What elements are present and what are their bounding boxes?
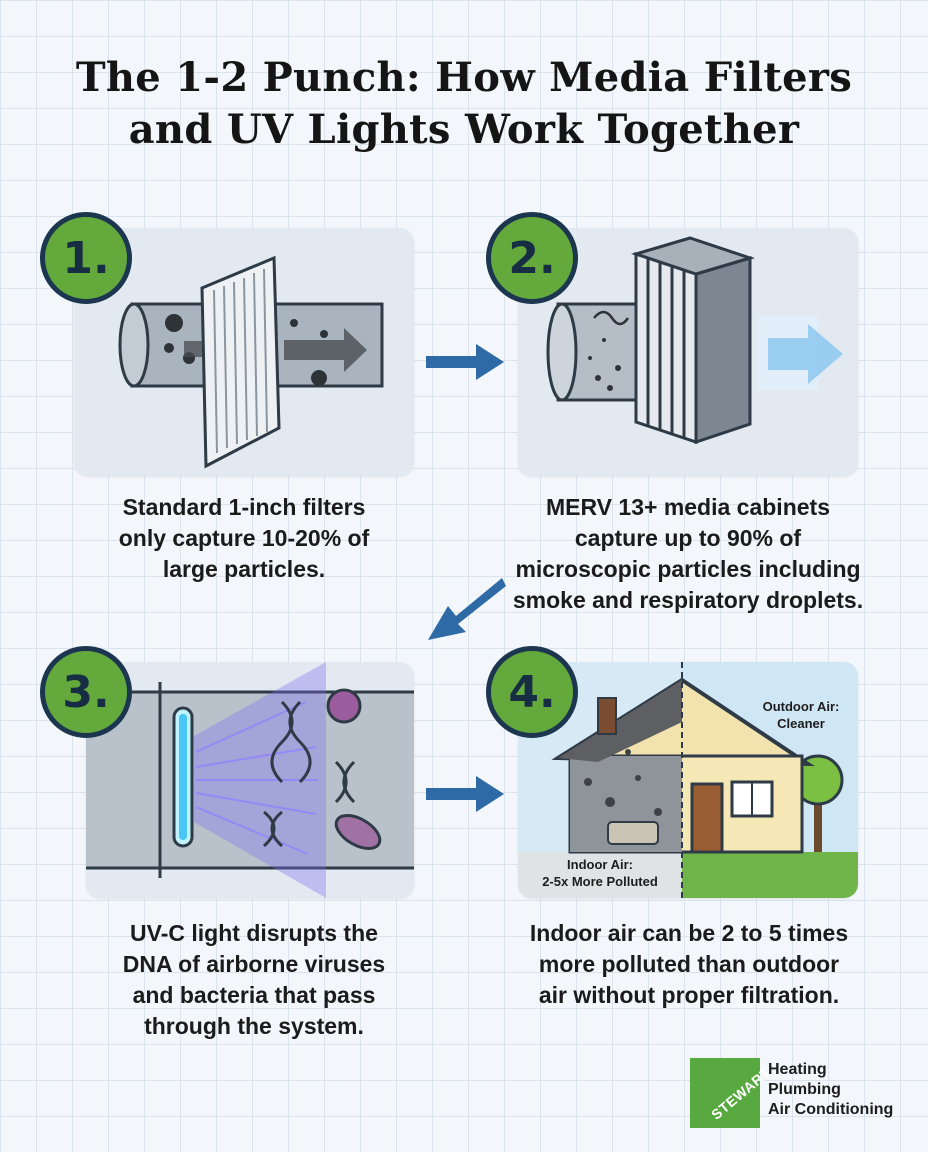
outdoor-air-line1: Outdoor Air: — [762, 699, 840, 714]
title-line-1: The 1-2 Punch: How Media Filters — [75, 54, 853, 101]
outdoor-air-line2: Cleaner — [777, 716, 825, 731]
step-1-caption: Standard 1-inch filters only capture 10-… — [74, 492, 414, 585]
caption-line: Indoor air can be 2 to 5 times — [529, 920, 849, 946]
caption-line: large particles. — [162, 556, 326, 582]
caption-line: through the system. — [144, 1013, 364, 1039]
step-4-badge: 4. — [486, 646, 578, 738]
caption-line: UV-C light disrupts the — [130, 920, 378, 946]
step-2-caption: MERV 13+ media cabinets capture up to 90… — [498, 492, 878, 616]
brand-line: Heating — [768, 1061, 827, 1078]
caption-line: more polluted than outdoor — [538, 951, 840, 977]
dna-icon — [262, 700, 356, 848]
step-1-badge: 1. — [40, 212, 132, 304]
title-line-2: and UV Lights Work Together — [128, 106, 800, 153]
caption-line: microscopic particles including — [515, 556, 861, 582]
step-3-caption: UV-C light disrupts the DNA of airborne … — [64, 918, 444, 1042]
step-3-illustration — [86, 662, 414, 898]
step-4-caption: Indoor air can be 2 to 5 times more poll… — [494, 918, 884, 1011]
caption-line: only capture 10-20% of — [118, 525, 370, 551]
indoor-air-label: Indoor Air: 2-5x More Polluted — [520, 856, 680, 890]
caption-line: smoke and respiratory droplets. — [512, 587, 864, 613]
step-1-illustration — [74, 228, 414, 476]
outdoor-air-label: Outdoor Air: Cleaner — [744, 698, 858, 732]
step-3-badge: 3. — [40, 646, 132, 738]
smoke-particle-icon — [588, 338, 621, 391]
stewart-logo — [690, 1058, 760, 1128]
virus-icon — [326, 688, 382, 850]
standard-filter-illustration — [118, 255, 384, 469]
arrow-down-left-icon — [428, 578, 506, 640]
step-2-badge: 2. — [486, 212, 578, 304]
uv-light-illustration — [86, 662, 414, 898]
media-cabinet-illustration — [546, 236, 843, 445]
caption-line: air without proper filtration. — [538, 982, 840, 1008]
brand-line: Air Conditioning — [768, 1101, 894, 1118]
caption-line: DNA of airborne viruses — [122, 951, 386, 977]
indoor-air-line2: 2-5x More Polluted — [542, 874, 658, 889]
house-illustration — [518, 662, 858, 898]
caption-line: MERV 13+ media cabinets — [545, 494, 830, 520]
caption-line: Standard 1-inch filters — [122, 494, 366, 520]
arrow-right-icon-2 — [426, 776, 504, 812]
indoor-air-line1: Indoor Air: — [567, 857, 633, 872]
arrow-right-icon — [426, 344, 504, 380]
caption-line: and bacteria that pass — [132, 982, 376, 1008]
caption-line: capture up to 90% of — [574, 525, 802, 551]
brand-line: Plumbing — [768, 1081, 841, 1098]
brand-services: Heating Plumbing Air Conditioning — [768, 1060, 893, 1120]
page-title: The 1-2 Punch: How Media Filters and UV … — [0, 52, 928, 156]
